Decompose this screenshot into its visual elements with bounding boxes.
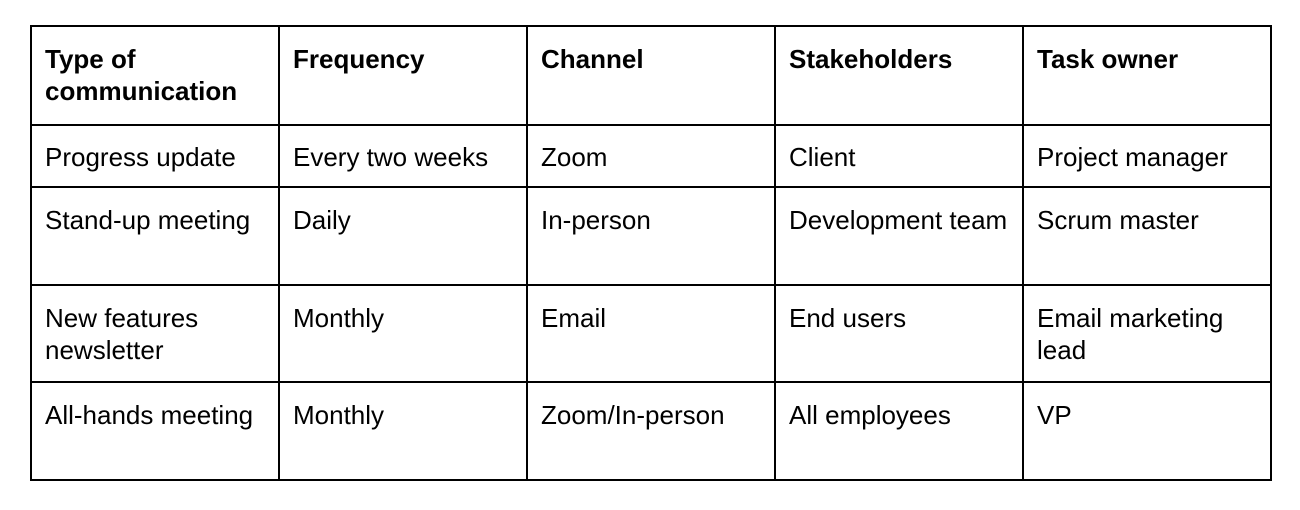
header-frequency: Frequency (278, 25, 528, 126)
table-row: New features newsletter Monthly Email En… (30, 284, 1272, 383)
header-task-owner: Task owner (1022, 25, 1272, 126)
cell-frequency: Every two weeks (278, 124, 528, 188)
cell-type: Stand-up meeting (30, 186, 280, 286)
cell-type: Progress update (30, 124, 280, 188)
cell-type: New features newsletter (30, 284, 280, 383)
cell-channel: Zoom (526, 124, 776, 188)
cell-stakeholders: End users (774, 284, 1024, 383)
cell-channel: Zoom/In-person (526, 381, 776, 481)
header-stakeholders: Stakeholders (774, 25, 1024, 126)
cell-channel: Email (526, 284, 776, 383)
cell-stakeholders: Development team (774, 186, 1024, 286)
cell-stakeholders: All employees (774, 381, 1024, 481)
cell-type: All-hands meeting (30, 381, 280, 481)
cell-stakeholders: Client (774, 124, 1024, 188)
cell-task-owner: Email marketing lead (1022, 284, 1272, 383)
table-row: Stand-up meeting Daily In-person Develop… (30, 186, 1272, 286)
header-channel: Channel (526, 25, 776, 126)
table-row: All-hands meeting Monthly Zoom/In-person… (30, 381, 1272, 481)
cell-channel: In-person (526, 186, 776, 286)
header-type-of-communication: Type of communication (30, 25, 280, 126)
table-row: Progress update Every two weeks Zoom Cli… (30, 124, 1272, 188)
cell-frequency: Monthly (278, 284, 528, 383)
cell-task-owner: Scrum master (1022, 186, 1272, 286)
cell-frequency: Monthly (278, 381, 528, 481)
header-row: Type of communication Frequency Channel … (30, 25, 1272, 126)
cell-task-owner: VP (1022, 381, 1272, 481)
communication-plan-table: Type of communication Frequency Channel … (30, 25, 1272, 481)
cell-task-owner: Project manager (1022, 124, 1272, 188)
cell-frequency: Daily (278, 186, 528, 286)
